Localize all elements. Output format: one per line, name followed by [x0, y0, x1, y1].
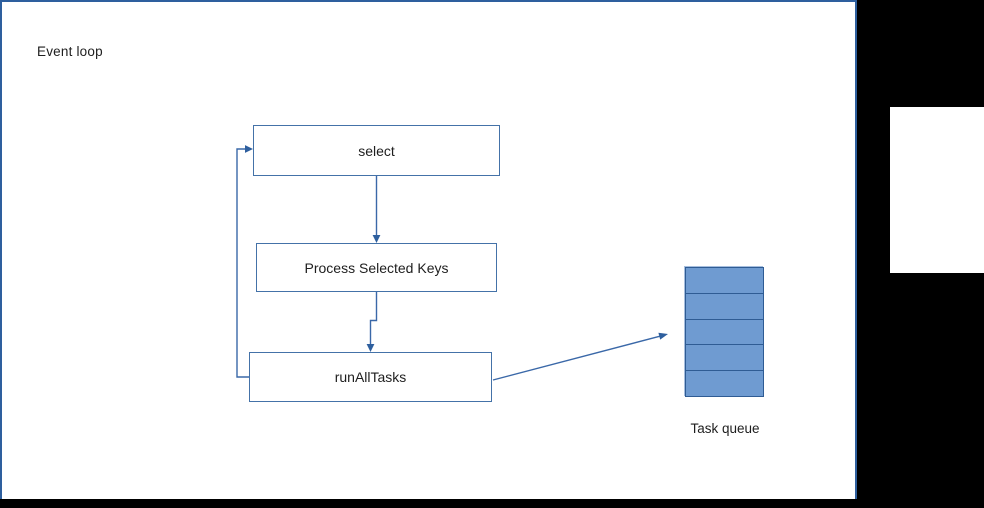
task-queue: [685, 267, 764, 397]
task-queue-cell: [686, 370, 763, 396]
node-run-all-tasks: runAllTasks: [249, 352, 492, 402]
node-process-selected-keys-label: Process Selected Keys: [304, 259, 449, 276]
task-queue-cell: [686, 292, 763, 319]
task-queue-label: Task queue: [690, 421, 760, 436]
node-select: select: [253, 125, 500, 176]
task-queue-cell: [686, 268, 763, 293]
node-process-selected-keys: Process Selected Keys: [256, 243, 497, 292]
task-queue-cell: [686, 344, 763, 370]
diagram-title: Event loop: [37, 44, 103, 59]
node-run-all-tasks-label: runAllTasks: [334, 369, 407, 385]
task-queue-cell: [686, 318, 763, 345]
node-select-label: select: [358, 142, 395, 159]
secondary-window-surface[interactable]: [890, 107, 984, 273]
